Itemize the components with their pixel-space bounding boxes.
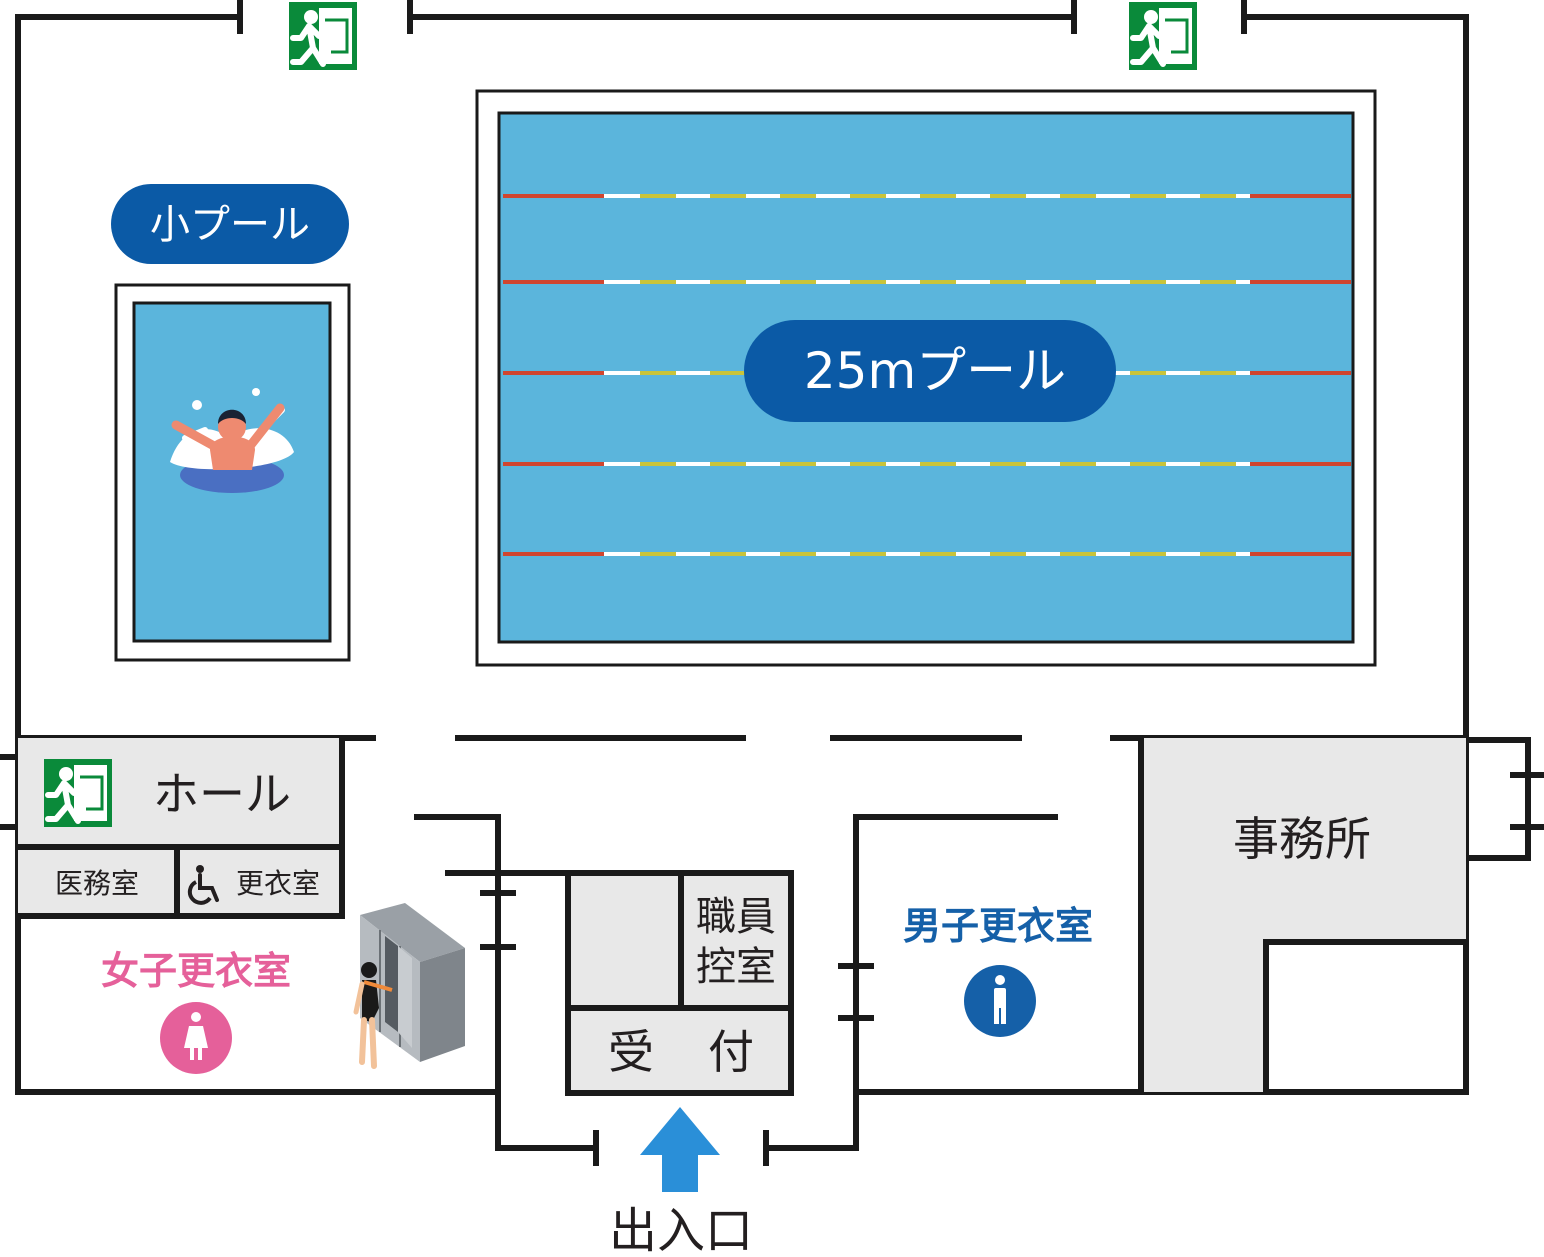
- entrance-walls: [593, 814, 1058, 1166]
- locker-illustration: [360, 903, 465, 1062]
- small-pool-label: 小プール: [150, 202, 310, 248]
- male-icon: [964, 965, 1036, 1037]
- big-pool-pill: 25mプール: [744, 320, 1116, 422]
- entrance-arrow-icon: [640, 1107, 720, 1192]
- outer-walls: [0, 0, 1544, 1095]
- female-icon: [160, 1002, 232, 1074]
- hall-label: ホール: [153, 767, 291, 821]
- medical-room-label: 医務室: [55, 867, 139, 900]
- reception-block: [565, 870, 794, 1096]
- womens-changing-label: 女子更衣室: [101, 949, 291, 993]
- emergency-exit-icon: [44, 759, 112, 827]
- womens-changing-walls: [414, 814, 596, 1151]
- emergency-exit-icon: [1129, 2, 1197, 70]
- swimmer-illustration: [170, 388, 294, 493]
- wheelchair-icon: [187, 865, 219, 905]
- big-pool-label: 25mプール: [804, 342, 1066, 400]
- staff-room-label-line1: 職員: [696, 894, 776, 940]
- small-pool-pill: 小プール: [111, 184, 349, 264]
- reception-label-right: 付: [708, 1025, 754, 1079]
- mens-changing-label: 男子更衣室: [903, 904, 1093, 948]
- reception-label-left: 受: [608, 1025, 654, 1079]
- office-label: 事務所: [1233, 812, 1371, 866]
- accessible-changing-label: 更衣室: [236, 867, 320, 900]
- emergency-exit-icon: [289, 2, 357, 70]
- office-block: [1138, 738, 1466, 1092]
- staff-room-label-line2: 控室: [696, 944, 776, 990]
- entrance-label: 出入口: [609, 1203, 753, 1257]
- swimmer-woman-illustration: [353, 962, 393, 1069]
